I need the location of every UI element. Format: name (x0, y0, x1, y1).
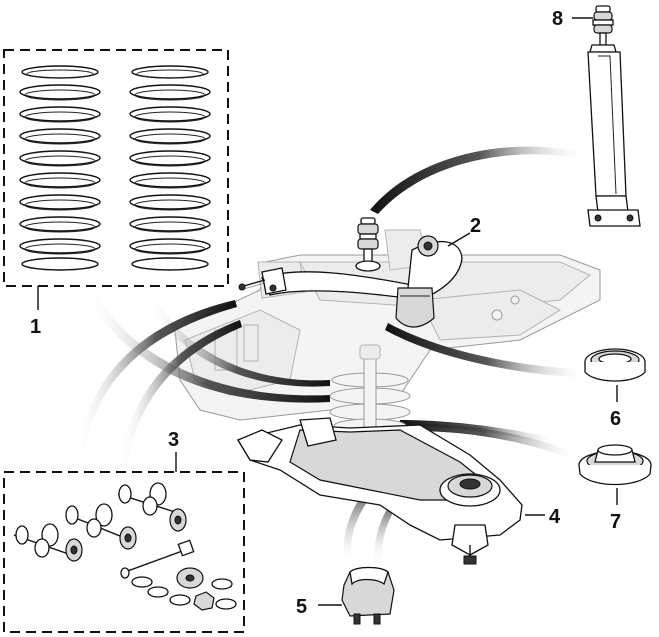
spring-isolator-upper (584, 348, 646, 382)
callout-1: 1 (30, 316, 41, 338)
spring-group-box (3, 49, 229, 287)
upper-control-arm (238, 235, 463, 328)
cam-bolt-b (65, 503, 137, 550)
lower-control-arm (236, 417, 523, 565)
swoosh-spring-a (84, 285, 330, 403)
callout-6: 6 (610, 408, 621, 430)
coil-spring-right (129, 65, 211, 271)
swoosh-isolator-7b (400, 420, 560, 446)
callout-2: 2 (470, 215, 481, 237)
swoosh-shock (370, 146, 590, 214)
frame-bolt (269, 284, 277, 292)
shock-absorber (587, 5, 641, 227)
rubber-bumper (341, 566, 395, 625)
cam-bolt-kit (13, 482, 237, 611)
spring-isolator-lower (578, 444, 652, 486)
callout-7: 7 (610, 511, 621, 533)
nut (193, 591, 215, 611)
cam-bolt-a (117, 482, 187, 532)
installed-spring-ghost (329, 344, 411, 441)
cam-bolt-c (13, 523, 83, 562)
alignment-kit-box (3, 471, 245, 633)
leader-2 (447, 232, 471, 247)
washer (215, 598, 237, 610)
coil-spring-left (19, 65, 101, 271)
callout-8: 8 (552, 8, 563, 30)
washer (211, 578, 233, 590)
washer (131, 576, 153, 588)
callout-4: 4 (549, 506, 561, 528)
swoosh-spring-b (145, 285, 330, 387)
swoosh-kit-a (75, 300, 237, 465)
long-bolt (120, 539, 195, 579)
callout-3: 3 (168, 429, 179, 451)
washer (169, 594, 191, 606)
swoosh-isolator-6 (385, 323, 590, 378)
swoosh-bumper-5b (374, 460, 443, 565)
washer (147, 586, 169, 598)
callout-5: 5 (296, 596, 307, 618)
upper-bump-stop (355, 217, 381, 272)
